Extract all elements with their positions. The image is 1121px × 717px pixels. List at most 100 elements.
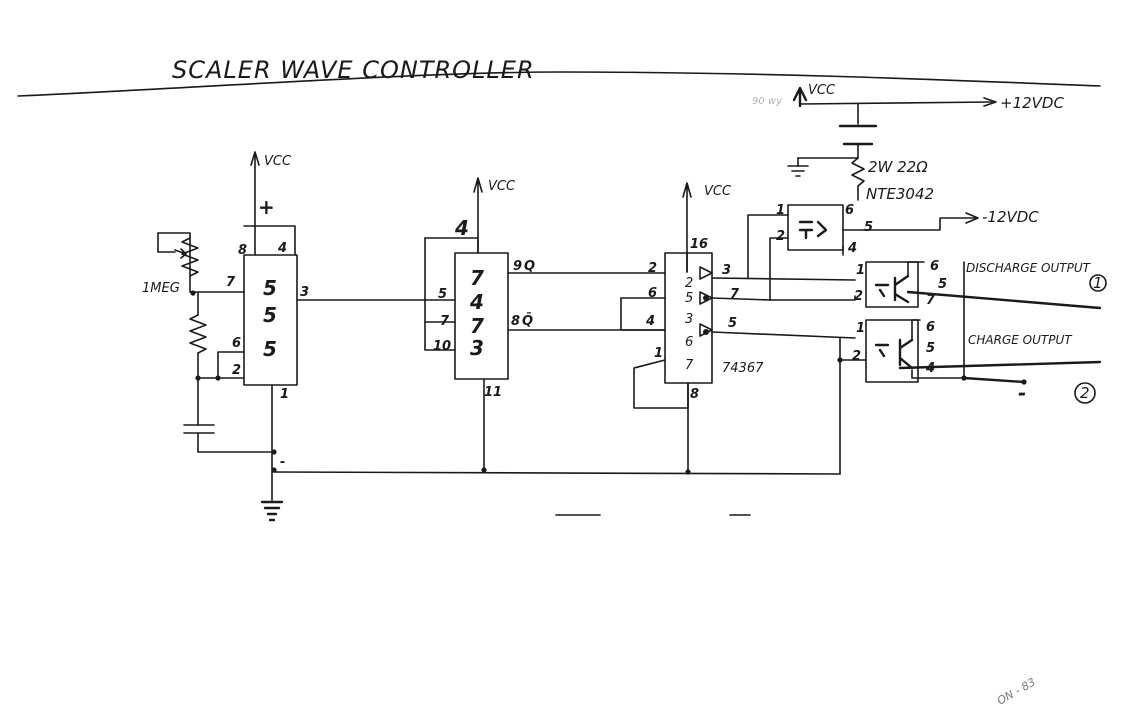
charge-output-wire <box>898 360 1102 370</box>
ic74367-inner-a: 2 <box>685 276 693 291</box>
discharge-output-label: DISCHARGE OUTPUT <box>966 261 1092 275</box>
output-minus: - <box>1018 381 1026 405</box>
ic555-pin6: 6 <box>232 336 241 351</box>
ic555-pin7: 7 <box>226 275 236 290</box>
ic4017-body-4: 3 <box>470 336 484 360</box>
ground-minus: - <box>280 455 285 470</box>
plus-label: + <box>258 195 275 219</box>
charge-negative-wire <box>962 376 1026 384</box>
output-2-circle <box>1074 382 1096 404</box>
header-rule <box>17 71 1101 97</box>
timing-resistor <box>189 314 207 354</box>
ic555-pin4: 4 <box>277 241 287 256</box>
scribble-note: 90 wy <box>752 96 783 107</box>
mosfet-pin5: 5 <box>864 220 873 235</box>
ic74367-pin6: 6 <box>648 286 657 301</box>
ic4017-pin8: 8 <box>511 314 520 329</box>
ic4017-q: Q <box>524 259 535 274</box>
ground-symbol <box>260 500 284 522</box>
vcc-label-74367: VCC <box>704 184 732 199</box>
out-wire-3 <box>711 277 856 281</box>
ic74367-pin5: 5 <box>728 316 737 331</box>
corner-stamp: ON - 83 <box>995 675 1038 707</box>
ic4017-body-2: 4 <box>469 290 484 314</box>
ic4017-pin10: 10 <box>433 339 451 354</box>
ic74367-pin1: 1 <box>654 346 663 361</box>
timing-network: 1MEG - <box>142 232 285 501</box>
ic555-pin8: 8 <box>238 243 247 258</box>
ic4017-pin9: 9 <box>513 259 522 274</box>
plus12-label: +12VDC <box>1000 94 1064 112</box>
opto1-pin5: 5 <box>938 277 947 292</box>
mosfet-pin4: 4 <box>847 241 857 256</box>
opto-discharge: 1 2 6 5 7 <box>854 259 947 308</box>
opto1-pin1: 1 <box>856 263 865 278</box>
ic4017-qbar: Q̄ <box>522 313 533 329</box>
buffer-gate-1 <box>699 266 713 280</box>
ic4017-pin5: 5 <box>438 287 447 302</box>
mosfet-opto: 1 2 6 5 4 <box>747 203 873 301</box>
timing-capacitor <box>183 424 215 434</box>
ic74367-inner-b: 5 <box>685 291 693 306</box>
output-1-circle <box>1089 274 1107 292</box>
ic-555-timer: 8 4 7 3 6 2 1 5 5 5 <box>226 225 309 402</box>
opto2-pin6: 6 <box>926 320 935 335</box>
mosfet-pin6: 6 <box>845 203 854 218</box>
opto2-pin1: 1 <box>856 321 865 336</box>
ic-4017-counter: 4 5 7 10 11 7 4 7 3 9 Q 8 Q̄ <box>424 216 535 471</box>
output-1-marker: 1 <box>1093 274 1103 292</box>
schematic-title: SCALER WAVE CONTROLLER <box>172 56 535 84</box>
ic4017-pin7: 7 <box>440 314 450 329</box>
mosfet-pin2: 2 <box>776 229 785 244</box>
vcc-symbol-4017: VCC <box>473 177 516 253</box>
part-label: NTE3042 <box>866 185 934 203</box>
ground-bus <box>273 471 841 475</box>
ic74367-pin3: 3 <box>722 263 731 278</box>
ic555-pin3: 3 <box>300 285 309 300</box>
minus12-label: -12VDC <box>982 208 1039 226</box>
ic555-body-3: 5 <box>263 337 277 361</box>
discharge-output-wire <box>906 290 1102 310</box>
out-wire-5 <box>711 331 856 339</box>
ic74367-pin2: 2 <box>648 261 657 276</box>
vcc-label-top: VCC <box>808 83 836 98</box>
ic74367-pin16: 16 <box>690 237 708 252</box>
supply-capacitor <box>838 124 878 146</box>
minus12-wire <box>861 217 976 231</box>
output-2-marker: 2 <box>1080 384 1090 402</box>
ic4017-body-1: 7 <box>470 266 484 290</box>
ic74367-inner-d: 6 <box>685 335 693 350</box>
pot-label: 1MEG <box>142 281 180 296</box>
opto2-pin2: 2 <box>852 349 861 364</box>
ic74367-inner-c: 3 <box>685 312 693 327</box>
vcc-symbol-top: VCC 90 wy <box>752 83 836 108</box>
vcc-symbol-74367: VCC <box>682 182 732 273</box>
small-ground <box>787 165 809 177</box>
opto-charge: 1 2 6 5 4 <box>852 319 935 383</box>
ic74367-inner-e: 7 <box>685 358 694 373</box>
vcc-symbol-555: VCC + <box>250 151 292 226</box>
supply-resistor <box>851 157 865 201</box>
ic74367-label: 74367 <box>722 361 764 376</box>
ic74367-pin8: 8 <box>690 387 699 402</box>
ic4017-body-3: 7 <box>470 314 484 338</box>
vcc-label-555: VCC <box>264 154 292 169</box>
ic555-body-2: 5 <box>263 303 277 327</box>
mosfet-pin1: 1 <box>776 203 785 218</box>
resistor-label: 2W 22Ω <box>868 158 928 176</box>
charge-output-label: CHARGE OUTPUT <box>968 333 1073 347</box>
vcc-label-4017: VCC <box>488 179 516 194</box>
opto2-pin5: 5 <box>926 341 935 356</box>
ic555-body-1: 5 <box>263 276 277 300</box>
opto1-pin2: 2 <box>854 289 863 304</box>
ic555-pin1: 1 <box>280 387 289 402</box>
pot-resistor <box>181 237 199 277</box>
out-wire-7 <box>711 297 771 301</box>
plus12-rail <box>799 101 993 105</box>
ic4017-pin11: 11 <box>484 385 502 400</box>
ic74367-pin4: 4 <box>645 314 655 329</box>
ic555-pin2: 2 <box>232 363 241 378</box>
opto2-pin4: 4 <box>925 361 935 376</box>
ic4017-pin4: 4 <box>454 216 469 240</box>
